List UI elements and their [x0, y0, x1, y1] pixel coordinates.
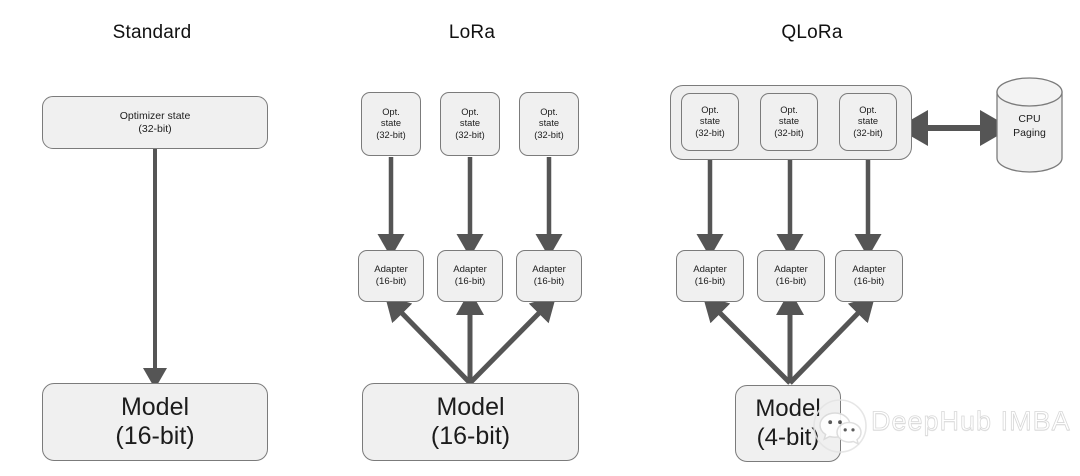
arrow-qlora-model-to-adapter-1 [702, 295, 792, 385]
lora-opt-2-line2: state [459, 118, 481, 129]
cpu-paging-line1: CPU [1018, 113, 1041, 125]
standard-optimizer-line2: (32-bit) [138, 122, 172, 135]
standard-model-box[interactable]: Model (16-bit) [42, 383, 268, 461]
qlora-adapter-2-line2: (16-bit) [775, 276, 807, 287]
lora-model-line1: Model [436, 392, 505, 421]
qlora-opt-3-line3: (32-bit) [853, 127, 883, 138]
lora-adapter-box-3[interactable]: Adapter (16-bit) [516, 250, 582, 302]
cpu-paging-line2: Paging [1013, 126, 1046, 139]
qlora-optimizer-state-box-2[interactable]: Opt. state (32-bit) [760, 93, 818, 151]
lora-adapter-1-line1: Adapter [374, 264, 408, 276]
lora-opt-3-line1: Opt. [540, 107, 558, 117]
qlora-model-line1: Model [755, 395, 821, 423]
qlora-opt-1-line1: Opt. [701, 105, 719, 115]
lora-opt-2-line1: Opt. [461, 107, 479, 117]
arrow-qlora-model-to-adapter-3 [788, 295, 876, 385]
column-title-qlora: QLoRa [781, 22, 843, 43]
lora-adapter-2-line1: Adapter [453, 264, 487, 276]
lora-optimizer-state-box-2[interactable]: Opt. state (32-bit) [440, 92, 500, 156]
lora-adapter-2-line2: (16-bit) [454, 276, 486, 287]
qlora-opt-3-line2: state [857, 116, 879, 127]
lora-opt-1-line2: state [380, 118, 402, 129]
standard-optimizer-state-box[interactable]: Optimizer state (32-bit) [42, 96, 268, 149]
qlora-opt-1-line2: state [699, 116, 721, 127]
lora-adapter-3-line2: (16-bit) [533, 276, 565, 287]
lora-optimizer-state-box-3[interactable]: Opt. state (32-bit) [519, 92, 579, 156]
standard-optimizer-line1: Optimizer state [119, 109, 191, 122]
qlora-adapter-2-line1: Adapter [774, 264, 808, 276]
lora-adapter-box-2[interactable]: Adapter (16-bit) [437, 250, 503, 302]
lora-adapter-box-1[interactable]: Adapter (16-bit) [358, 250, 424, 302]
qlora-opt-2-line2: state [778, 116, 800, 127]
standard-model-line2: (16-bit) [115, 422, 195, 450]
qlora-opt-3-line1: Opt. [859, 105, 877, 115]
qlora-opt-2-line1: Opt. [780, 105, 798, 115]
lora-model-line2: (16-bit) [430, 422, 511, 450]
lora-opt-2-line3: (32-bit) [455, 129, 485, 140]
lora-opt-1-line1: Opt. [382, 107, 400, 117]
qlora-opt-1-line3: (32-bit) [695, 127, 725, 138]
qlora-adapter-box-2[interactable]: Adapter (16-bit) [757, 250, 825, 302]
qlora-adapter-1-line2: (16-bit) [694, 276, 726, 287]
qlora-adapter-box-1[interactable]: Adapter (16-bit) [676, 250, 744, 302]
qlora-adapter-3-line2: (16-bit) [853, 276, 885, 287]
lora-opt-3-line2: state [538, 118, 560, 129]
qlora-adapter-1-line1: Adapter [693, 264, 727, 276]
standard-model-line1: Model [120, 392, 190, 421]
qlora-model-box[interactable]: Model (4-bit) [735, 385, 841, 462]
cpu-paging-label: CPU Paging [982, 113, 1077, 140]
qlora-adapter-box-3[interactable]: Adapter (16-bit) [835, 250, 903, 302]
lora-opt-3-line3: (32-bit) [534, 129, 564, 140]
qlora-optimizer-state-box-1[interactable]: Opt. state (32-bit) [681, 93, 739, 151]
qlora-adapter-3-line1: Adapter [852, 264, 886, 276]
column-title-standard: Standard [112, 22, 192, 43]
column-title-lora: LoRa [448, 22, 496, 43]
arrow-lora-model-to-adapter-3 [468, 295, 557, 385]
lora-adapter-1-line2: (16-bit) [375, 276, 407, 287]
qlora-model-line2: (4-bit) [756, 423, 820, 451]
qlora-opt-2-line3: (32-bit) [774, 127, 804, 138]
lora-optimizer-state-box-1[interactable]: Opt. state (32-bit) [361, 92, 421, 156]
lora-adapter-3-line1: Adapter [532, 264, 566, 276]
cpu-paging-cylinder [996, 77, 1063, 173]
arrow-lora-model-to-adapter-1 [384, 295, 472, 385]
lora-opt-1-line3: (32-bit) [376, 129, 406, 140]
lora-model-box[interactable]: Model (16-bit) [362, 383, 579, 461]
qlora-optimizer-state-box-3[interactable]: Opt. state (32-bit) [839, 93, 897, 151]
